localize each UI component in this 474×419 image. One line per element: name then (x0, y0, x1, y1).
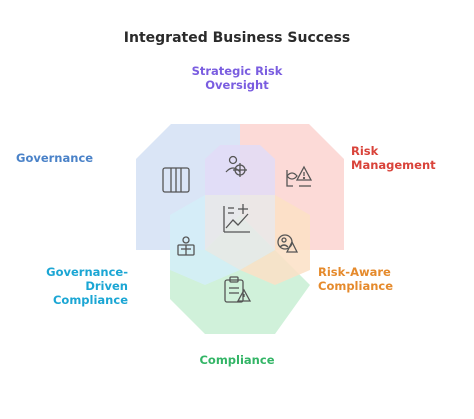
label-strategic-risk-oversight: Strategic Risk Oversight (150, 64, 324, 92)
label-governance: Governance (16, 151, 94, 165)
diagram-title: Integrated Business Success (123, 30, 351, 46)
chart-plus-icon (223, 204, 250, 233)
label-rac-line1: Risk-Aware (318, 265, 391, 279)
person-scales-icon (177, 236, 195, 256)
label-governance-driven-compliance: Governance- Driven Compliance (20, 265, 128, 307)
clipboard-warning-icon (224, 276, 252, 303)
label-strategic-line1: Strategic Risk (191, 64, 283, 78)
label-risk-management: Risk Management (351, 144, 436, 172)
label-gdc-line1: Governance- (46, 265, 128, 279)
label-rac-line2: Compliance (318, 279, 394, 293)
compliance-hexagon (170, 215, 310, 334)
person-warning-icon (277, 234, 299, 253)
label-risk-aware-compliance: Risk-Aware Compliance (318, 265, 393, 293)
label-gdc-line3: Compliance (52, 293, 128, 307)
label-strategic-line2: Oversight (205, 78, 269, 92)
label-risk-line2: Management (351, 158, 436, 172)
label-risk-line1: Risk (351, 144, 379, 158)
label-compliance: Compliance (199, 353, 275, 367)
risk-warning-icon (286, 165, 313, 187)
person-target-icon (225, 155, 247, 177)
label-gdc-line2: Driven (85, 279, 128, 293)
columns-icon (162, 167, 190, 193)
